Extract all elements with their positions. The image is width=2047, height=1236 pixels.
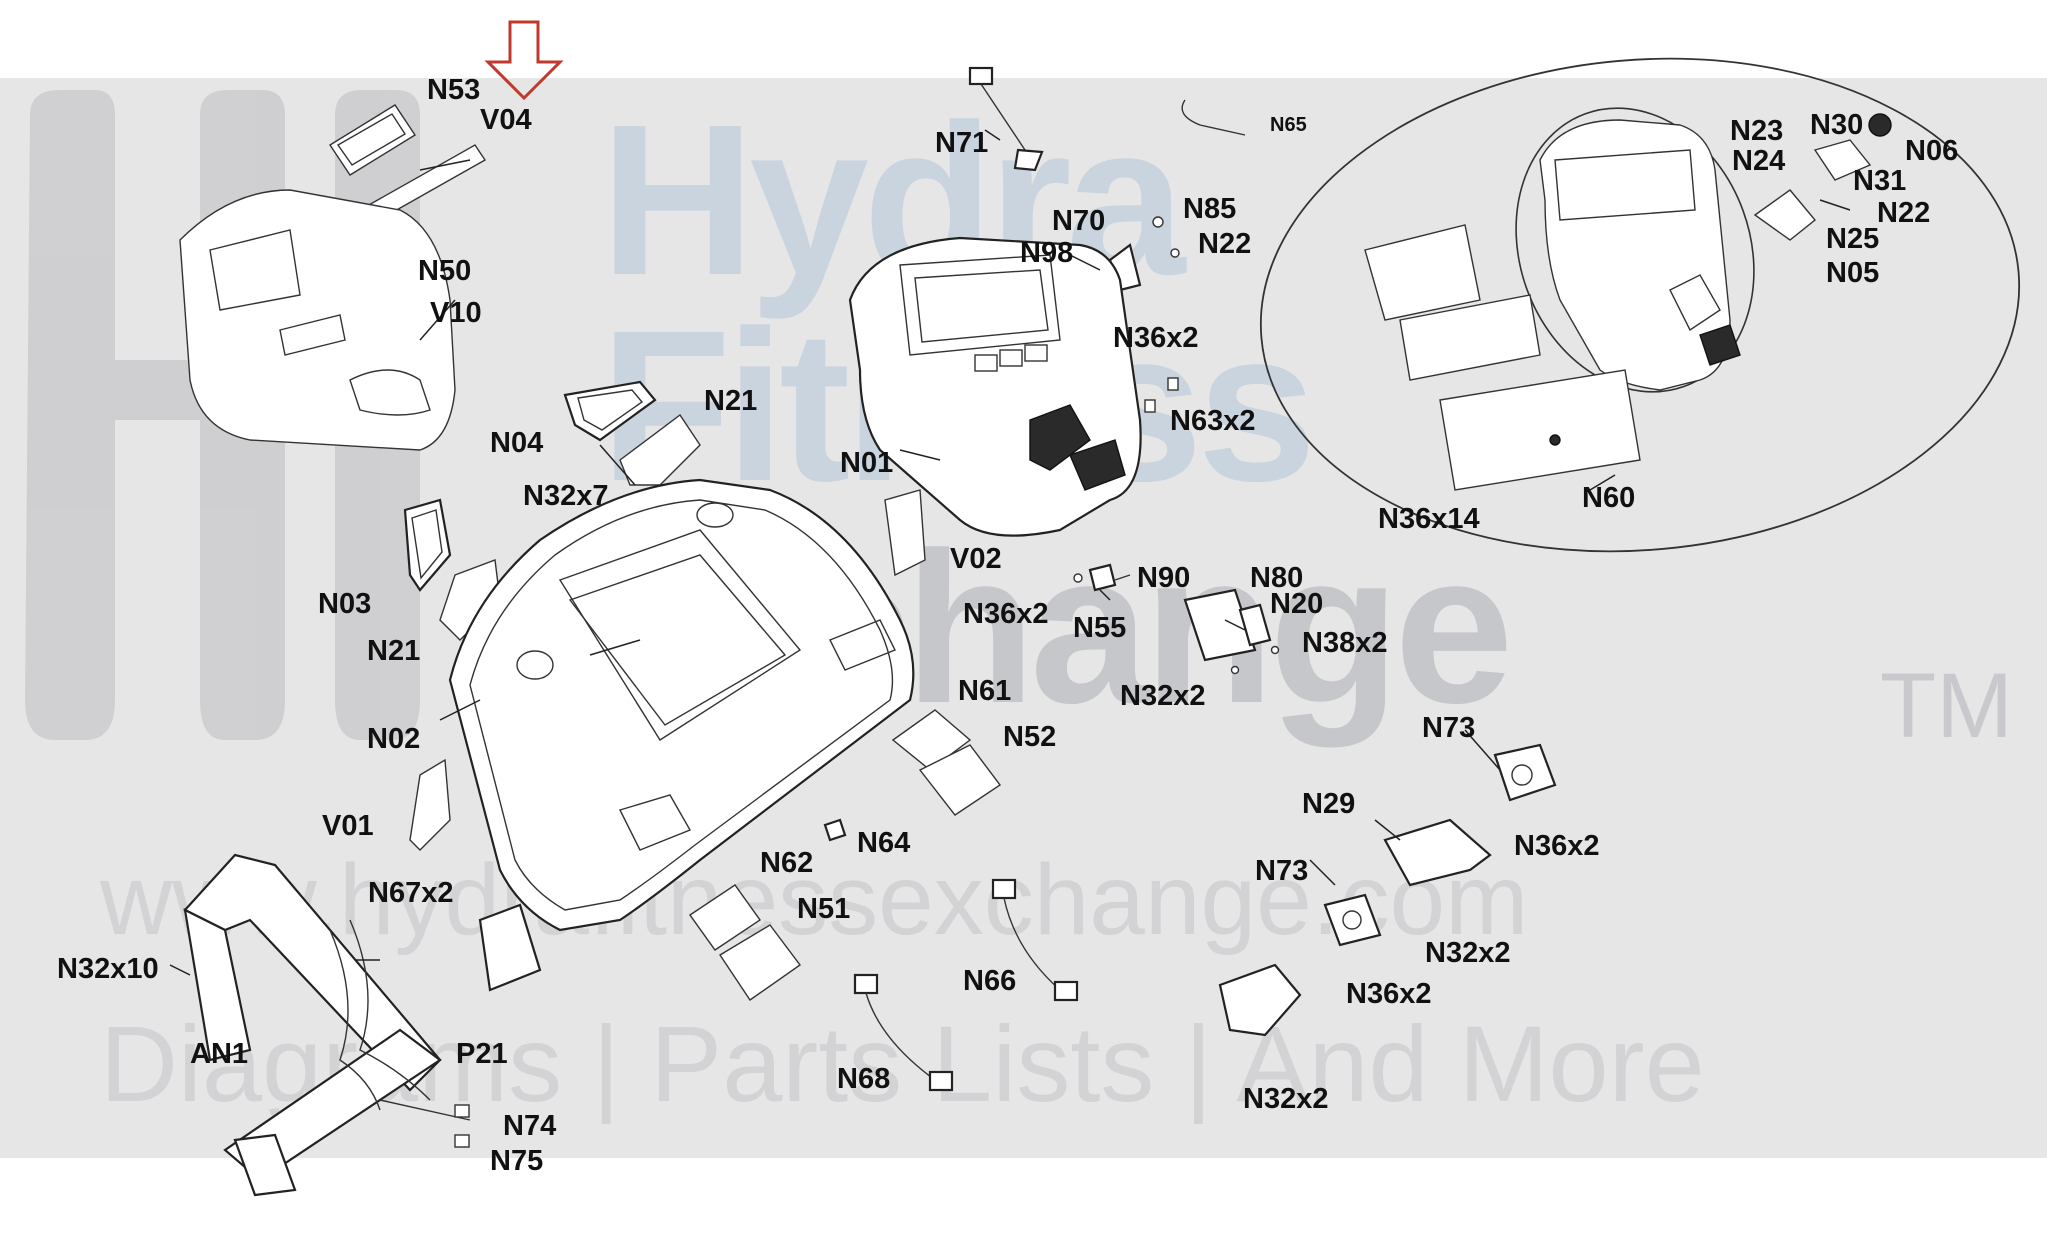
label-n06: N06	[1905, 135, 1958, 167]
label-n32x2-lower: N32x2	[1243, 1083, 1328, 1115]
label-n36x14: N36x14	[1378, 503, 1480, 535]
console-assembly-n01	[848, 236, 1142, 537]
label-n52: N52	[1003, 721, 1056, 753]
cable-n71	[968, 66, 1044, 172]
label-n04: N04	[490, 427, 543, 459]
label-n90: N90	[1137, 562, 1190, 594]
cable-n65	[1181, 99, 1246, 136]
pads-n62-n51	[689, 884, 801, 1001]
label-n03: N03	[318, 588, 371, 620]
label-n21-upper: N21	[704, 385, 757, 417]
label-n62: N62	[760, 847, 813, 879]
detail-ellipse	[1259, 57, 2021, 553]
label-an1: AN1	[190, 1038, 248, 1070]
callout-labels: N53 V04 N50 V10 N04 N21 N32x7 N03 N21 N0…	[57, 74, 1958, 1177]
label-n36x2-lower: N36x2	[1346, 978, 1431, 1010]
label-n36x2-upper: N36x2	[1113, 322, 1198, 354]
upper-lens-group	[563, 380, 701, 486]
label-n02: N02	[367, 723, 420, 755]
label-n01: N01	[840, 447, 893, 479]
label-n22-detail: N22	[1877, 197, 1930, 229]
label-n51: N51	[797, 893, 850, 925]
label-n31: N31	[1853, 165, 1906, 197]
part-v02	[884, 489, 926, 577]
label-n60: N60	[1582, 482, 1635, 514]
label-n21-lower: N21	[367, 635, 420, 667]
indicator-arrow-icon	[484, 20, 564, 101]
pads-n61-n52	[891, 709, 1002, 816]
label-n32x2-mid: N32x2	[1120, 680, 1205, 712]
label-v01: V01	[322, 810, 374, 842]
label-n23: N23	[1730, 115, 1783, 147]
label-n36x2-mid: N36x2	[963, 598, 1048, 630]
label-n24: N24	[1732, 145, 1785, 177]
label-n75: N75	[490, 1145, 543, 1177]
label-n22-upper: N22	[1198, 228, 1251, 260]
label-n66: N66	[963, 965, 1016, 997]
label-n30: N30	[1810, 109, 1863, 141]
speaker-n73-upper	[1493, 743, 1557, 802]
console-shell-n02	[448, 478, 915, 932]
label-p21: P21	[456, 1038, 508, 1070]
label-n50: N50	[418, 255, 471, 287]
watermark-url: www.hydrafitnessexchange.com	[100, 844, 1529, 956]
console-detail-ellipse	[1515, 107, 1755, 393]
label-n32x7: N32x7	[523, 480, 608, 512]
part-v01	[409, 758, 451, 851]
label-n85: N85	[1183, 193, 1236, 225]
label-n29: N29	[1302, 788, 1355, 820]
label-n73-lower: N73	[1255, 855, 1308, 887]
leader-lines	[169, 129, 1851, 976]
part-n64	[823, 818, 847, 842]
housing-bottom	[1218, 963, 1302, 1037]
label-n05: N05	[1826, 257, 1879, 289]
bracket-n80-n20	[1183, 588, 1280, 675]
label-n20: N20	[1270, 588, 1323, 620]
label-n80: N80	[1250, 562, 1303, 594]
label-n25: N25	[1826, 223, 1879, 255]
label-n71: N71	[935, 127, 988, 159]
label-n38x2: N38x2	[1302, 627, 1387, 659]
label-n36x2-right: N36x2	[1514, 830, 1599, 862]
overlay-panel-group	[179, 104, 487, 451]
label-n64: N64	[857, 827, 910, 859]
label-n32x2-right: N32x2	[1425, 937, 1510, 969]
watermark-trademark: TM	[1880, 655, 2013, 757]
speaker-n73-lower	[1323, 893, 1382, 947]
label-n61: N61	[958, 675, 1011, 707]
label-n73-upper: N73	[1422, 712, 1475, 744]
exploded-buttons-detail	[1753, 113, 1892, 241]
label-v10: V10	[430, 297, 482, 329]
console-face-detail	[1539, 119, 1741, 391]
cable-n66	[991, 878, 1079, 1002]
label-n63x2: N63x2	[1170, 405, 1255, 437]
label-n67x2: N67x2	[368, 877, 453, 909]
cable-n68	[853, 973, 954, 1092]
label-n65: N65	[1270, 114, 1307, 136]
label-n98: N98	[1020, 237, 1073, 269]
label-n68: N68	[837, 1063, 890, 1095]
label-n32x10: N32x10	[57, 953, 159, 985]
label-v02: V02	[950, 543, 1002, 575]
label-n74: N74	[503, 1110, 556, 1142]
bracket-n29	[1383, 818, 1492, 887]
frame-an1	[183, 853, 542, 1197]
pcb-detail	[1364, 224, 1641, 491]
label-n70: N70	[1052, 205, 1105, 237]
label-v04: V04	[480, 104, 532, 136]
label-n53: N53	[427, 74, 480, 106]
left-lens-group	[403, 498, 501, 641]
small-parts-mid	[1073, 563, 1131, 592]
label-n55: N55	[1073, 612, 1126, 644]
